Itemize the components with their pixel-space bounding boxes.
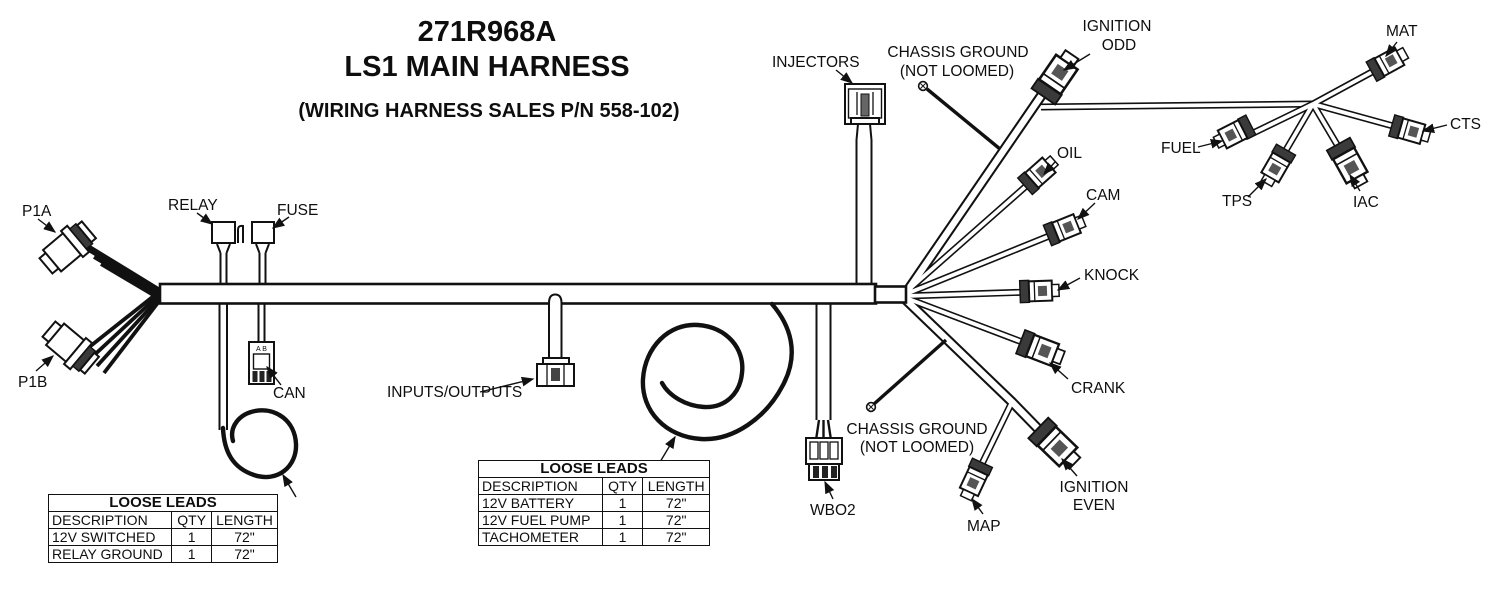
- loose-leads-table-middle: LOOSE LEADS DESCRIPTION QTY LENGTH 12V B…: [478, 460, 710, 546]
- label-ignition-even-1: IGNITION: [1060, 479, 1129, 496]
- title-subtitle: (WIRING HARNESS SALES P/N 558-102): [298, 100, 679, 122]
- sensor-fan-wires: [1245, 66, 1404, 162]
- table-row: RELAY GROUND 1 72": [47, 545, 278, 563]
- chassis-ground-top: [917, 80, 1002, 151]
- label-chassis-ground-bottom-2: (NOT LOOMED): [860, 439, 974, 456]
- fuel-connector: [1210, 114, 1257, 154]
- label-fuse: FUSE: [277, 202, 318, 219]
- label-chassis-ground-top-2: (NOT LOOMED): [900, 63, 1014, 80]
- p1a-wires: [79, 239, 161, 301]
- table-cell: 1: [171, 528, 212, 546]
- relay-connector: [211, 221, 244, 284]
- column-header: DESCRIPTION: [478, 477, 603, 495]
- relay-ground-coil: [218, 303, 299, 480]
- inputs-outputs-connector: [536, 293, 575, 387]
- label-relay: RELAY: [168, 197, 218, 214]
- label-chassis-ground-top-1: CHASSIS GROUND: [887, 44, 1028, 61]
- knock-connector: [1018, 278, 1061, 304]
- table-cell: 72": [642, 511, 710, 529]
- table-cell: 72": [642, 528, 710, 546]
- injectors-connector: [844, 83, 886, 284]
- label-tps: TPS: [1222, 193, 1252, 210]
- table-cell: 12V SWITCHED: [47, 528, 173, 546]
- label-inputs-outputs: INPUTS/OUTPUTS: [387, 384, 522, 401]
- table-cell: 72": [211, 545, 278, 563]
- table-title: LOOSE LEADS: [478, 460, 710, 478]
- label-ignition-odd-1: IGNITION: [1083, 18, 1152, 35]
- iac-connector: [1325, 136, 1374, 193]
- label-oil: OIL: [1057, 145, 1082, 162]
- table-row: 12V FUEL PUMP 1 72": [478, 511, 710, 529]
- label-crank: CRANK: [1071, 380, 1126, 397]
- table-cell: 12V FUEL PUMP: [478, 511, 603, 529]
- label-ignition-odd-2: ODD: [1102, 37, 1136, 54]
- wbo2-connector: [805, 303, 843, 481]
- label-iac: IAC: [1353, 194, 1379, 211]
- label-fuel: FUEL: [1161, 140, 1201, 157]
- label-knock: KNOCK: [1084, 267, 1140, 284]
- table-cell: 12V BATTERY: [478, 494, 603, 512]
- loose-leads-loop: [640, 301, 794, 442]
- label-p1b: P1B: [18, 374, 47, 391]
- mat-connector: [1365, 42, 1412, 83]
- p1b-connector: [37, 315, 104, 380]
- leader-arrows: [35, 41, 1448, 515]
- label-wbo2: WBO2: [810, 502, 856, 519]
- column-header: QTY: [601, 477, 644, 495]
- table-cell: 1: [171, 545, 212, 563]
- p1b-wires: [81, 289, 162, 375]
- table-cell: TACHOMETER: [478, 528, 603, 546]
- label-p1a: P1A: [22, 203, 52, 220]
- table-title: LOOSE LEADS: [48, 494, 278, 512]
- can-pin-marking: A B: [256, 346, 267, 353]
- map-connector: [955, 457, 994, 504]
- column-header: LENGTH: [642, 477, 710, 495]
- table-cell: RELAY GROUND: [47, 545, 173, 563]
- table-cell: 1: [601, 494, 644, 512]
- table-cell: 72": [642, 494, 710, 512]
- fuse-connector: [251, 221, 275, 284]
- label-injectors: INJECTORS: [772, 54, 860, 71]
- main-trunk: [158, 282, 878, 305]
- label-mat: MAT: [1386, 23, 1418, 40]
- table-cell: 72": [211, 528, 278, 546]
- table-cell: 1: [601, 528, 644, 546]
- label-ignition-even-2: EVEN: [1073, 497, 1115, 514]
- column-header: QTY: [171, 511, 212, 529]
- crank-connector: [1014, 328, 1069, 371]
- label-chassis-ground-bottom-1: CHASSIS GROUND: [846, 421, 987, 438]
- label-cam: CAM: [1086, 187, 1120, 204]
- table-cell: 1: [601, 511, 644, 529]
- label-can: CAN: [273, 385, 306, 402]
- loose-leads-table-left: LOOSE LEADS DESCRIPTION QTY LENGTH 12V S…: [47, 494, 278, 563]
- title-name: LS1 MAIN HARNESS: [344, 51, 629, 83]
- column-header: DESCRIPTION: [47, 511, 173, 529]
- title-part-number: 271R968A: [418, 16, 557, 48]
- column-header: LENGTH: [211, 511, 278, 529]
- trunk-end-box: [873, 285, 908, 304]
- table-row: 12V SWITCHED 1 72": [47, 528, 278, 546]
- label-cts: CTS: [1450, 116, 1481, 133]
- can-connector: A B: [248, 303, 275, 385]
- table-row: 12V BATTERY 1 72": [478, 494, 710, 512]
- chassis-ground-bottom: [865, 338, 948, 413]
- label-map: MAP: [967, 518, 1001, 535]
- table-row: TACHOMETER 1 72": [478, 528, 710, 546]
